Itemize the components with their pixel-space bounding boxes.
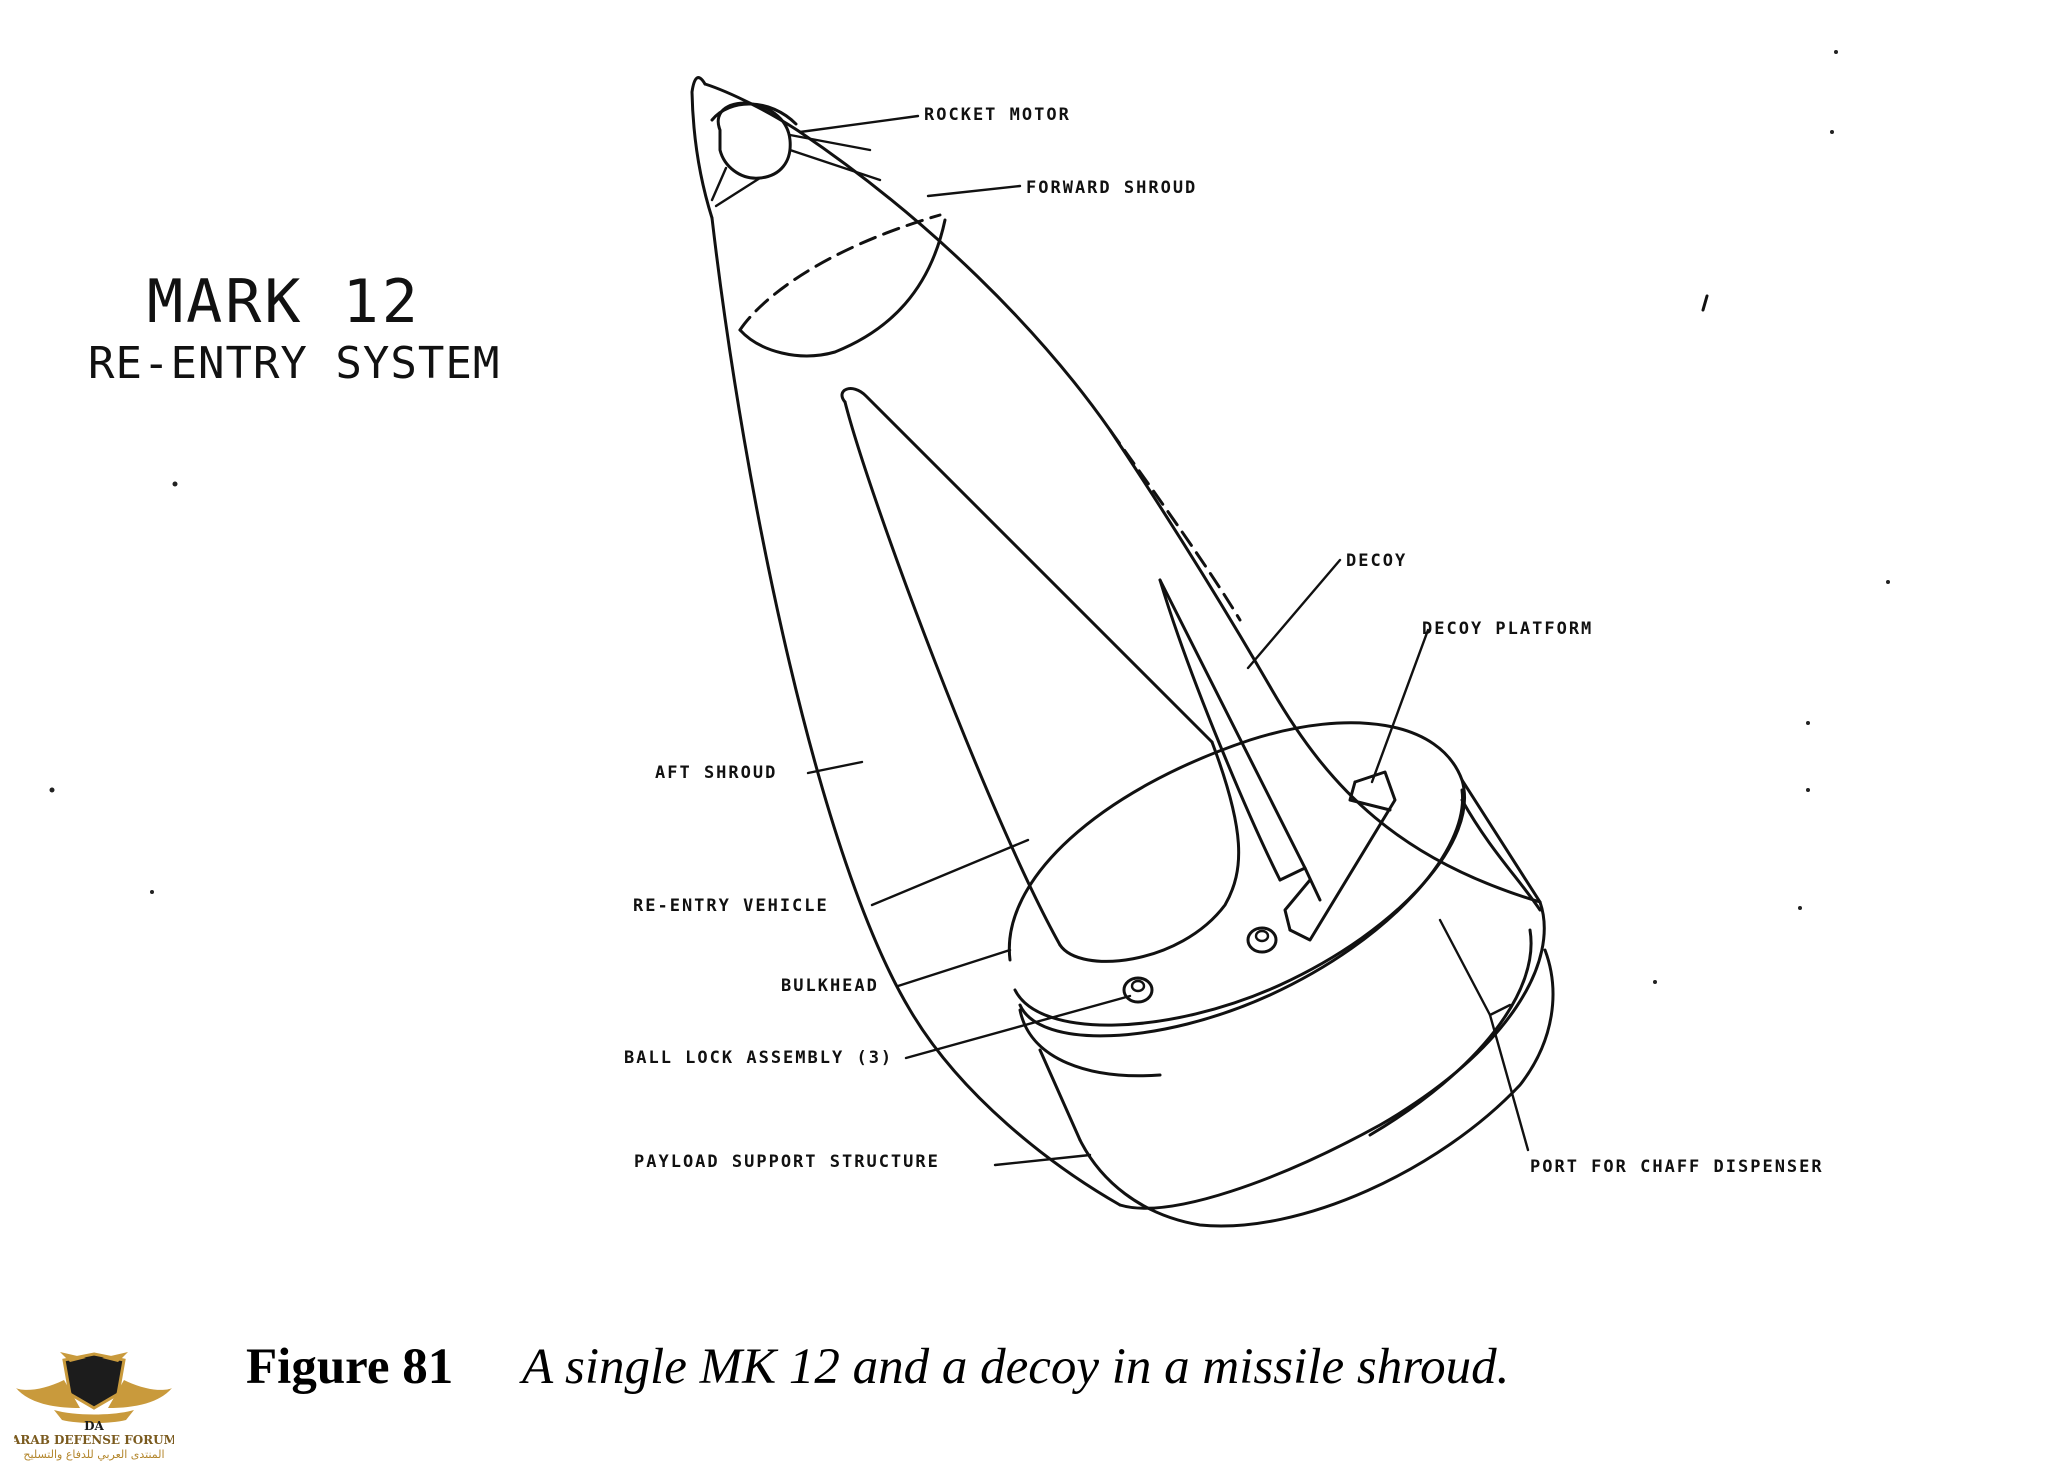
label-bulkhead: BULKHEAD	[781, 976, 879, 996]
logo-english-text: ARAB DEFENSE FORUM	[14, 1433, 174, 1447]
label-port-for-chaff-dispenser: PORT FOR CHAFF DISPENSER	[1530, 1157, 1824, 1177]
shroud-outline	[690, 76, 1542, 1207]
label-decoy: DECOY	[1346, 551, 1407, 571]
label-decoy-platform: DECOY PLATFORM	[1422, 619, 1593, 639]
leader-lines	[798, 114, 1530, 1167]
label-rocket-motor: ROCKET MOTOR	[924, 105, 1071, 125]
figure-caption: Figure 81 A single MK 12 and a decoy in …	[246, 1338, 1509, 1396]
label-payload-support-structure: PAYLOAD SUPPORT STRUCTURE	[634, 1152, 940, 1172]
logo-arabic-text: المنتدى العربي للدفاع والتسليح	[23, 1448, 164, 1461]
label-forward-shroud: FORWARD SHROUD	[1026, 178, 1197, 198]
logo-monogram: DA	[84, 1419, 104, 1433]
label-re-entry-vehicle: RE-ENTRY VEHICLE	[633, 896, 829, 916]
figure-caption-text: A single MK 12 and a decoy in a missile …	[522, 1339, 1510, 1395]
payload-support-structure	[1007, 721, 1555, 1228]
decoy-platform	[1283, 770, 1397, 942]
arab-defense-forum-logo: DA ARAB DEFENSE FORUM المنتدى العربي للد…	[14, 1352, 174, 1461]
label-ball-lock-assembly: BALL LOCK ASSEMBLY (3)	[624, 1048, 893, 1068]
label-aft-shroud: AFT SHROUD	[655, 763, 777, 783]
diagram-title-line2: RE-ENTRY SYSTEM	[88, 338, 500, 389]
figure-number: Figure 81	[246, 1339, 454, 1395]
ball-lock-assembly	[1122, 926, 1278, 1004]
scan-specks	[49, 50, 1890, 984]
decoy	[1158, 578, 1322, 902]
re-entry-vehicle	[840, 387, 1241, 963]
diagram-title-line1: MARK 12	[147, 267, 421, 337]
